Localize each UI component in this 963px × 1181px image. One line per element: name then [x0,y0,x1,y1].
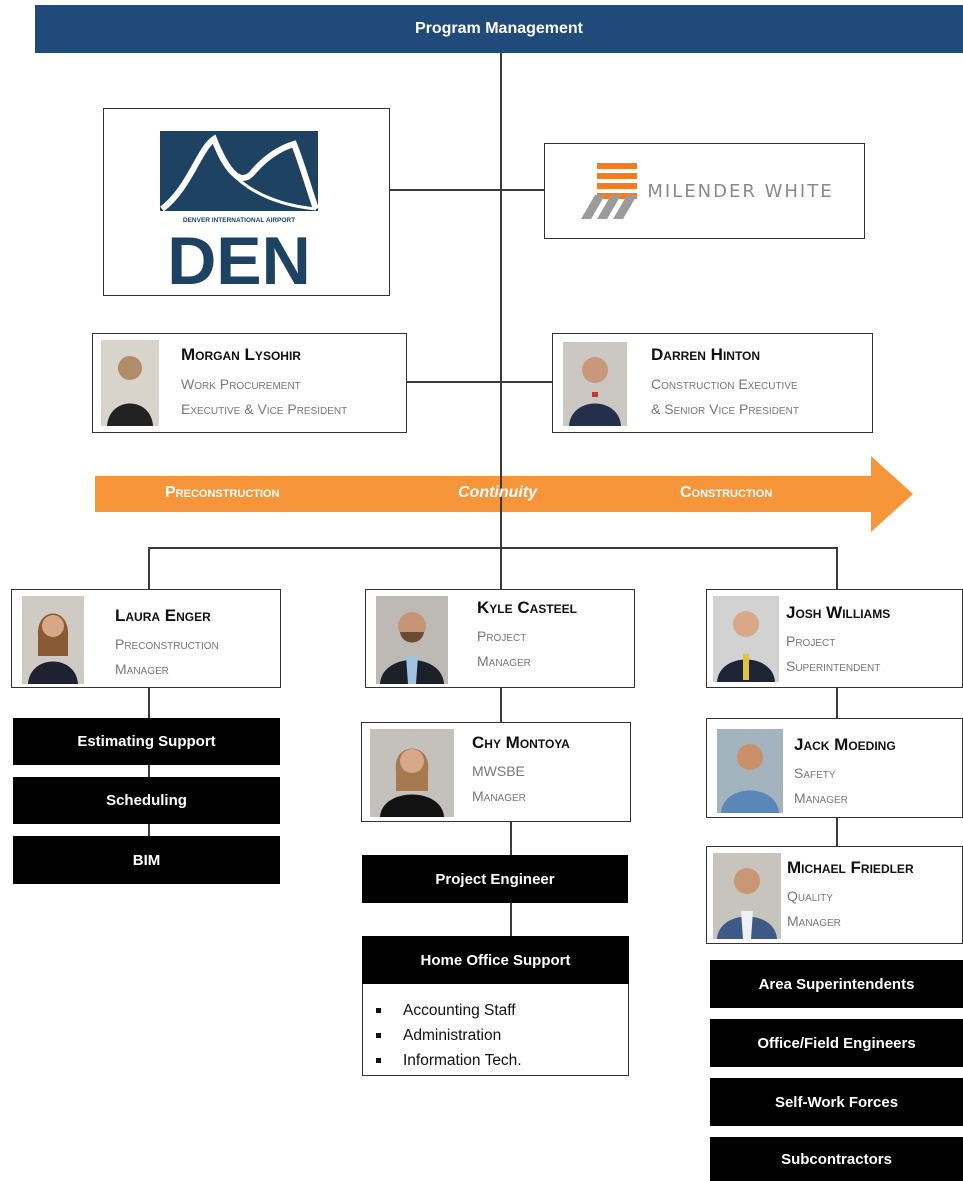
precon-support-scheduling: Scheduling [13,777,280,824]
manager-card-jack: Jack Moeding Safety Manager [706,718,963,818]
person-name: Chy Montoya [472,733,570,752]
manager-card-laura: Laura Enger Preconstruction Manager [11,589,281,688]
person-title-line2: Executive & Vice President [181,401,348,417]
person-title-line1: Work Procurement [181,376,301,392]
connector-line [148,688,150,848]
connector-line [148,547,837,549]
connector-line [836,818,838,846]
connector-line [500,688,502,722]
den-logo: DENVER INTERNATIONAL AIRPORT DEN [160,131,319,299]
manager-card-kyle: Kyle Casteel Project Manager [365,589,635,688]
field-team-area-superintendents: Area Superintendents [710,960,963,1008]
person-title-line2: Manager [787,913,841,929]
precon-support-estimating: Estimating Support [13,718,280,765]
program-management-header: Program Management [35,5,963,53]
person-photo [713,853,781,939]
manager-card-josh: Josh Williams Project Superintendent [706,589,963,688]
person-title-line1: Quality [787,888,833,904]
den-logo-subtitle: DENVER INTERNATIONAL AIRPORT [183,217,295,224]
arrow-label-continuity: Continuity [458,484,538,501]
connector-line [500,547,502,589]
arrow-label-construction: Construction [680,484,773,501]
milender-white-logo-text: MILENDER WHITE [647,180,834,202]
person-title-line2: Superintendent [786,658,881,674]
milender-white-logo-icon [581,163,638,219]
person-name: Morgan Lysohir [181,345,301,364]
person-title-line1: MWSBE [472,763,525,779]
list-item-label: Information Tech. [403,1052,522,1069]
person-title-line2: Manager [115,661,169,677]
connector-line [148,547,150,589]
connector-line [390,189,544,191]
bullet-icon [376,1008,381,1013]
connector-line [500,53,502,548]
connector-line [836,547,838,589]
field-team-office-field-engineers: Office/Field Engineers [710,1019,963,1067]
person-name: Laura Enger [115,606,211,625]
project-engineer-block: Project Engineer [362,855,628,903]
person-photo [717,729,783,813]
person-title-line1: Construction Executive [651,376,798,392]
connector-line [406,381,552,383]
bullet-icon [376,1033,381,1038]
den-logo-box: DENVER INTERNATIONAL AIRPORT DEN [103,108,390,299]
arrow-label-preconstruction: Preconstruction [165,484,280,501]
person-title-line2: Manager [794,790,848,806]
person-name: Kyle Casteel [477,598,577,617]
header-title: Program Management [414,20,584,37]
executive-card-darren: Darren Hinton Construction Executive & S… [552,333,873,433]
person-name: Josh Williams [786,603,891,622]
list-item: Information Tech. [376,1048,522,1073]
person-title-line1: Project [477,628,527,644]
person-name: Michael Friedler [787,858,914,877]
field-team-self-work-forces: Self-Work Forces [710,1078,963,1126]
manager-card-chy: Chy Montoya MWSBE Manager [361,722,631,822]
manager-card-michael: Michael Friedler Quality Manager [706,846,963,944]
person-name: Darren Hinton [651,345,761,364]
bullet-icon [376,1058,381,1063]
person-photo [22,596,84,684]
connector-line [500,476,502,512]
person-photo [370,729,454,817]
list-item: Administration [376,1023,522,1048]
person-name: Jack Moeding [794,735,896,754]
person-title-line1: Project [786,633,836,649]
milender-white-logo-box: MILENDER WHITE [544,143,865,239]
person-title-line1: Preconstruction [115,636,219,652]
list-item: Accounting Staff [376,998,522,1023]
list-item-label: Administration [403,1027,502,1044]
person-title-line2: Manager [477,653,531,669]
list-item-label: Accounting Staff [403,1002,516,1019]
person-title-line2: & Senior Vice President [651,401,799,417]
person-photo [713,596,779,682]
person-title-line2: Manager [472,788,526,804]
continuity-arrow [95,456,913,532]
field-team-subcontractors: Subcontractors [710,1137,963,1181]
person-photo [101,340,159,426]
person-photo [563,342,627,426]
executive-card-morgan: Morgan Lysohir Work Procurement Executiv… [92,333,407,433]
home-office-support-list: Accounting Staff Administration Informat… [376,998,522,1073]
precon-support-bim: BIM [13,836,280,884]
home-office-support-header: Home Office Support [362,936,629,984]
person-photo [376,596,448,684]
den-logo-text: DEN [167,223,311,297]
connector-line [836,688,838,718]
person-title-line1: Safety [794,765,836,781]
